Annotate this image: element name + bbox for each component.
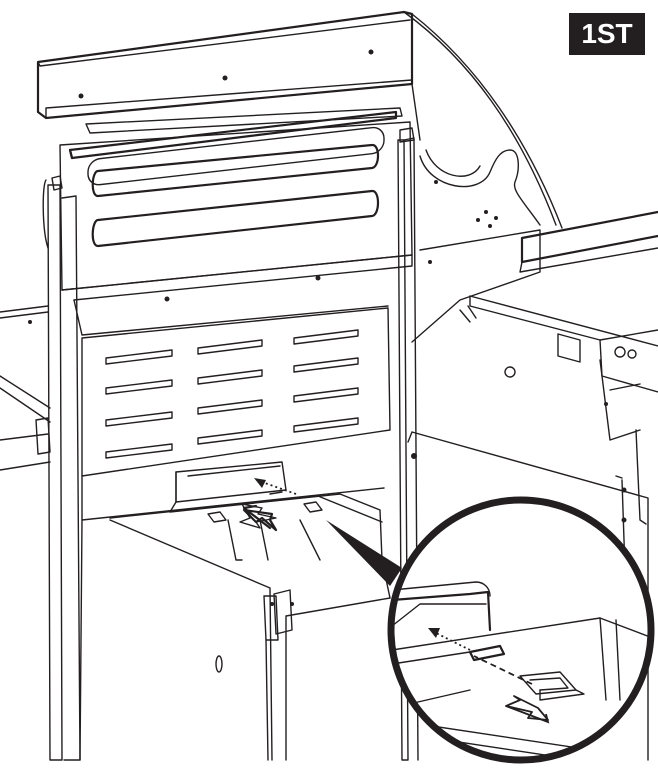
right-side-shelf [411,149,658,441]
left-side-shelf [0,305,51,471]
control-panel [59,107,413,336]
step-badge: 1ST [569,13,645,55]
dotted-direction-arrow-icon [254,478,297,495]
vent-panel [81,307,391,477]
push-arrow-icon [505,695,550,724]
callout-pointer [326,520,402,586]
cabinet-body [79,475,391,761]
magnifier-callout-circle [387,496,655,764]
vent-slots [105,329,359,459]
frame-posts [42,127,419,761]
grill-lid [36,10,563,229]
drip-tray [109,461,391,599]
push-arrow-icon [239,503,278,532]
step-badge-label: 1ST [581,18,633,49]
